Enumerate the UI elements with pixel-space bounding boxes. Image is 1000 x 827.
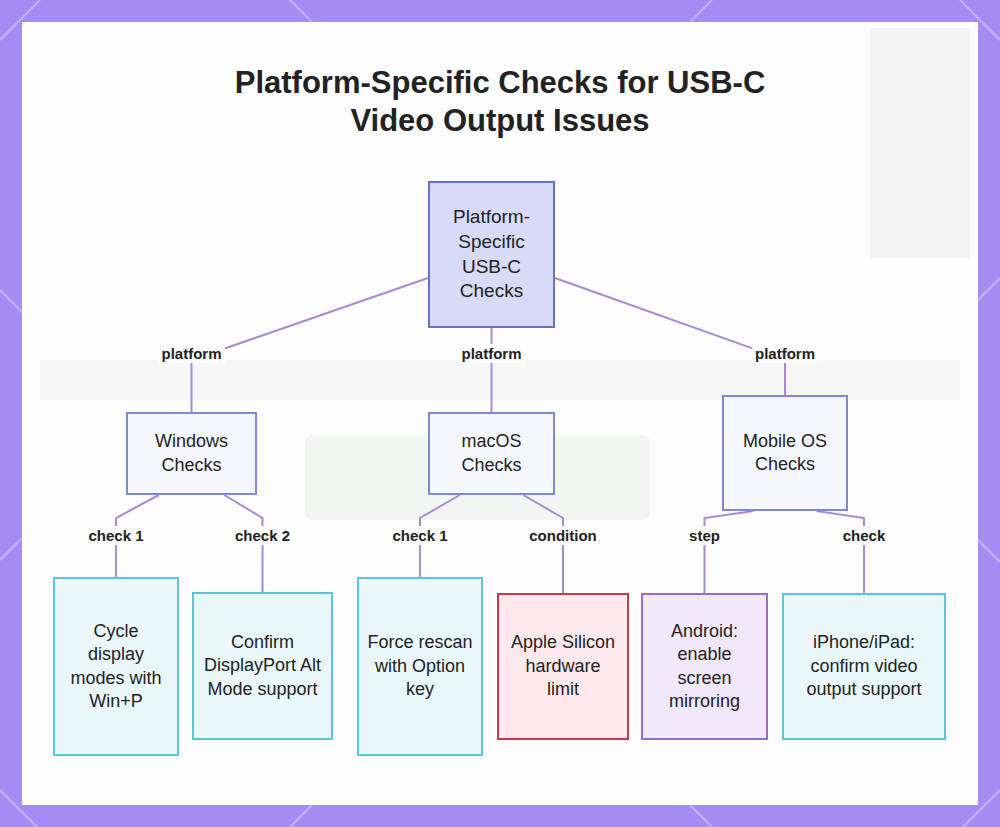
edge-label: check [840,526,889,545]
node-text: Confirm DisplayPort Alt Mode support [202,631,323,701]
check-box: Cycle display modes with Win+P [53,577,179,756]
platform-box: Windows Checks [126,412,257,495]
edge-label: condition [526,526,600,545]
edge-label: platform [752,344,818,363]
step-box: Android: enable screen mirroring [641,593,768,740]
check-box: iPhone/iPad: confirm video output suppor… [782,593,946,740]
edge-label: step [686,526,723,545]
edge-label: check 1 [85,526,146,545]
edge-label: check 2 [232,526,293,545]
tree-connector [491,328,493,412]
edge-label: platform [159,344,225,363]
diagram-title: Platform-Specific Checks for USB-C Video… [190,64,810,140]
node-text: Force rescan with Option key [367,631,473,701]
platform-box: Mobile OS Checks [722,395,848,511]
node-text: Android: enable screen mirroring [651,620,758,714]
node-text: Windows Checks [136,430,247,477]
condition-box: Apple Silicon hardware limit [497,593,629,740]
node-text: Platform-Specific USB-C Checks [438,205,545,304]
tree-connector [817,511,865,593]
check-box: Confirm DisplayPort Alt Mode support [192,592,333,740]
check-box: Force rescan with Option key [357,577,483,756]
node-text: iPhone/iPad: confirm video output suppor… [792,631,936,701]
edge-label: platform [459,344,525,363]
node-text: Apple Silicon hardware limit [507,631,619,701]
edge-label: check 1 [389,526,450,545]
tree-connector [705,511,754,593]
platform-box: macOS Checks [428,412,555,495]
tree-connector [555,278,785,395]
node-text: Mobile OS Checks [732,430,838,477]
node-text: macOS Checks [438,430,545,477]
node-text: Cycle display modes with Win+P [63,620,169,714]
root-box: Platform-Specific USB-C Checks [428,181,555,328]
tree-connector [192,278,429,412]
